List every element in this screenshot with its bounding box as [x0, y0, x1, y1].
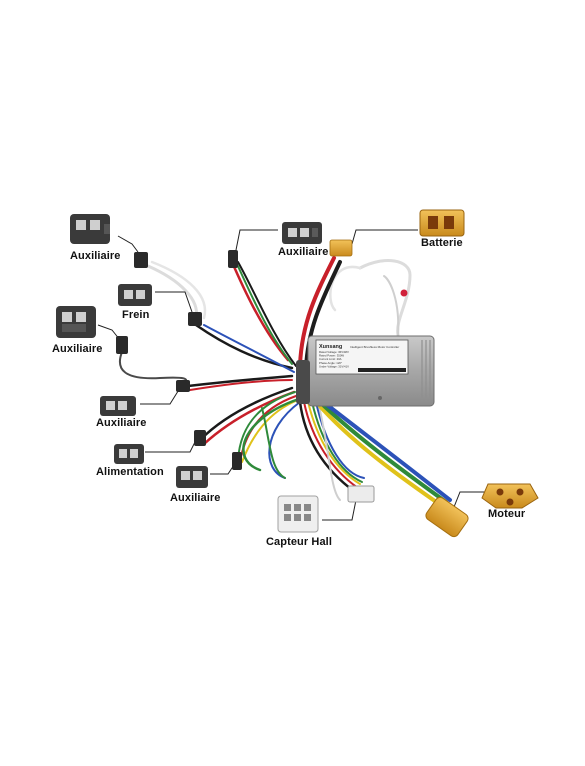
alim-plug: [194, 430, 206, 446]
controller-spec-line: Under Voltage: 31V/41V: [319, 364, 349, 368]
leader-lines: [97, 229, 490, 521]
aux2-plug: [228, 250, 238, 268]
label-capteur-hall: Capteur Hall: [266, 536, 332, 548]
auxiliaire-1-connector-icon: [70, 214, 110, 244]
aux4-plug: [176, 380, 190, 392]
controller-brand: Xunsang: [319, 344, 342, 350]
controller-model: Intelligent Brushless Motor Controller: [350, 345, 399, 349]
wire-harness: [118, 256, 452, 508]
aux1-plug: [134, 252, 148, 268]
capteur-hall-connector-icon: [277, 495, 319, 533]
label-batterie: Batterie: [421, 237, 463, 249]
hall-inline-plug: [347, 485, 375, 503]
alimentation-connector-icon: [114, 444, 144, 464]
battery-wire-red: [298, 256, 336, 367]
frein-connector-icon: [118, 284, 152, 306]
label-auxiliaire-3: Auxiliaire: [52, 343, 103, 355]
aux3-plug: [116, 336, 128, 354]
motor-inline-plug: [425, 496, 469, 538]
auxiliaire-3-connector-icon: [56, 306, 96, 338]
connector-icons: [56, 209, 539, 533]
controller-unit: Xunsang Intelligent Brushless Motor Cont…: [296, 335, 435, 407]
battery-wire-black: [304, 260, 342, 370]
moteur-connector-icon: [481, 483, 539, 509]
label-alimentation: Alimentation: [96, 466, 164, 478]
label-auxiliaire-2: Auxiliaire: [278, 246, 329, 258]
auxiliaire-5-connector-icon: [176, 466, 208, 488]
inline-connectors: [116, 239, 469, 538]
white-loop-wire: [358, 259, 412, 337]
auxiliaire-2-connector-icon: [282, 222, 322, 244]
aux5-plug: [232, 452, 242, 470]
label-auxiliaire-5: Auxiliaire: [170, 492, 221, 504]
controller-spec-line: Rated Voltage: 36V/48V: [319, 350, 349, 354]
controller-spec-line: Phase Angle: 120°: [319, 361, 342, 365]
controller-spec-line: Current Limit: 20A: [319, 357, 342, 361]
frein-plug: [188, 312, 202, 326]
label-moteur: Moteur: [488, 508, 526, 520]
controller-spec-line: Rated Power: 350W: [319, 354, 344, 358]
red-band: [400, 289, 408, 297]
label-frein: Frein: [122, 309, 150, 321]
label-auxiliaire-1: Auxiliaire: [70, 250, 121, 262]
label-auxiliaire-4: Auxiliaire: [96, 417, 147, 429]
battery-inline-plug: [329, 239, 353, 257]
batterie-connector-icon: [419, 209, 465, 237]
auxiliaire-4-connector-icon: [100, 396, 136, 416]
